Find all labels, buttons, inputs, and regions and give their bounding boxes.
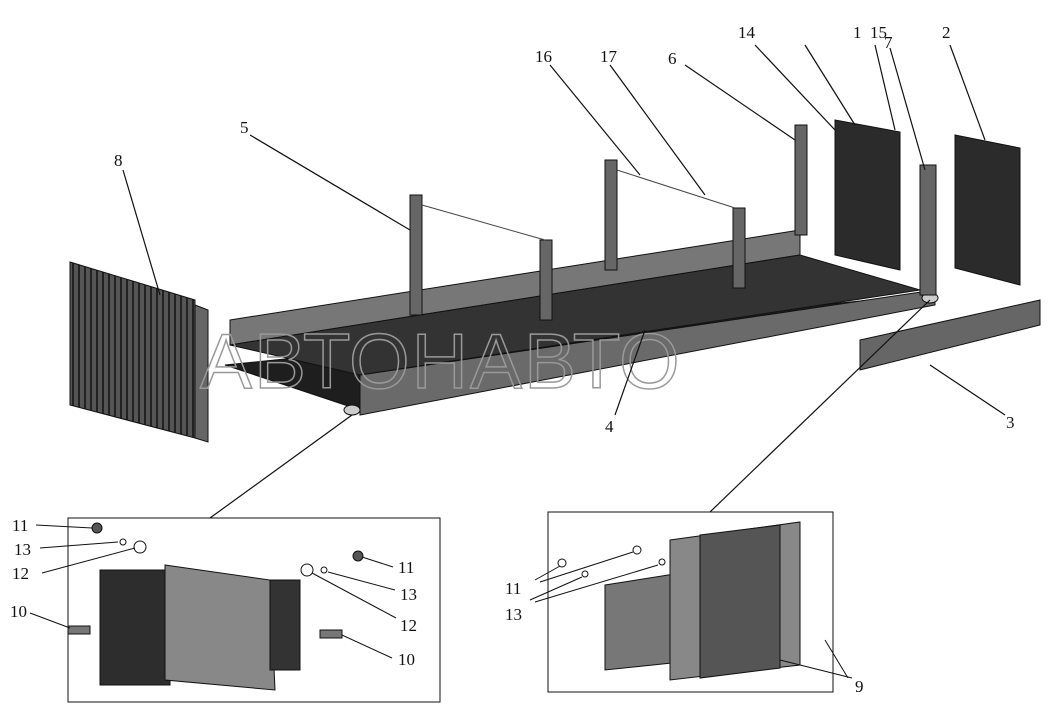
- callout-3: 3: [1006, 413, 1015, 432]
- detail-right: [529, 511, 853, 693]
- callout-labels: 1 2 3 4 5 6 7 8 9 10 11 12 13 14 15 16 1…: [10, 23, 1015, 696]
- platform-floor-4: [224, 124, 939, 416]
- callout-5: 5: [240, 118, 249, 137]
- watermark: АВТОНАВТО: [200, 317, 682, 405]
- leader-lines: [122, 44, 1006, 519]
- detail-right-callout-13: 13: [505, 605, 522, 624]
- callout-4: 4: [605, 417, 614, 436]
- callout-15: 15: [870, 23, 887, 42]
- side-board-2: [954, 134, 1021, 286]
- detail-right-callout-11: 11: [505, 579, 521, 598]
- detail-left: [29, 517, 441, 703]
- callout-8: 8: [114, 151, 123, 170]
- callout-2: 2: [942, 23, 951, 42]
- side-board-1: [834, 119, 901, 271]
- detail-left-callout-10: 10: [398, 650, 415, 669]
- detail-left-callout-13: 13: [400, 585, 417, 604]
- callout-10: 10: [10, 602, 27, 621]
- callout-9: 9: [855, 677, 864, 696]
- side-rail-3: [859, 299, 1041, 371]
- detail-left-callout-12: 12: [400, 616, 417, 635]
- detail-left-callout-11: 11: [398, 558, 414, 577]
- callout-1: 1: [853, 23, 862, 42]
- front-board-8: [69, 261, 209, 443]
- stake-7: [919, 164, 937, 296]
- callout-14: 14: [738, 23, 756, 42]
- callout-12: 12: [12, 564, 29, 583]
- callout-17: 17: [600, 47, 618, 66]
- callout-16: 16: [535, 47, 552, 66]
- callout-13: 13: [14, 540, 31, 559]
- callout-11: 11: [12, 516, 28, 535]
- callout-7: 7: [884, 33, 893, 52]
- callout-6: 6: [668, 49, 677, 68]
